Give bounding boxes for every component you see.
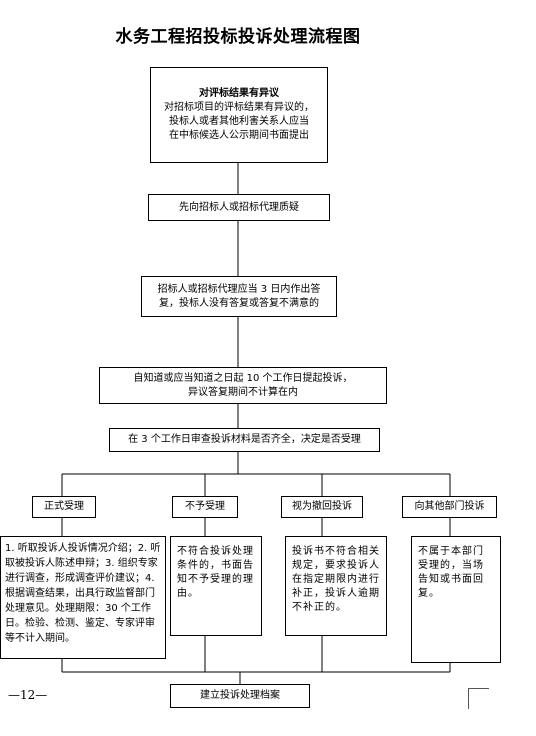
page-title: 水务工程招投标投诉处理流程图: [115, 27, 361, 47]
formal-detail-box: 1. 听取投诉人投诉情况介绍；2. 听取被投诉人陈述申辩；3. 组织专家进行调查…: [0, 536, 166, 659]
review-box: 在 3 个工作日审查投诉材料是否齐全，决定是否受理: [109, 428, 380, 452]
ask-agent-box: 先向招标人或招标代理质疑: [148, 194, 330, 221]
page-number: —12—: [8, 688, 48, 702]
complaint-box: 自知道或应当知道之日起 10 个工作日提起投诉， 异议答复期间不计算在内: [99, 367, 387, 404]
reject-detail-box: 不符合投诉处理条件的，书面告知不予受理的理由。: [170, 536, 262, 636]
withdraw-detail-box: 投诉书不符合相关规定，要求投诉人在指定期限内进行补正，投诉人逾期不补正的。: [285, 536, 387, 636]
withdraw-box: 视为撤回投诉: [281, 496, 363, 518]
other-detail-box: 不属于本部门受理的，当场告知或书面回复。: [411, 536, 501, 663]
other-dept-box: 向其他部门投诉: [402, 496, 497, 518]
crop-mark: [468, 688, 489, 709]
formal-accept-box: 正式受理: [32, 496, 96, 518]
objection-title: 对评标结果有异议: [199, 88, 279, 99]
archive-box: 建立投诉处理档案: [170, 684, 310, 708]
objection-body: 对招标项目的评标结果有异议的， 投标人或者其他利害关系人应当 在中标候选人公示期…: [164, 102, 314, 141]
reply-box: 招标人或招标代理应当 3 日内作出答 复，投标人没有答复或答复不满意的: [141, 276, 337, 317]
objection-box: 对评标结果有异议 对招标项目的评标结果有异议的， 投标人或者其他利害关系人应当 …: [150, 67, 328, 163]
reject-box: 不予受理: [172, 496, 238, 518]
